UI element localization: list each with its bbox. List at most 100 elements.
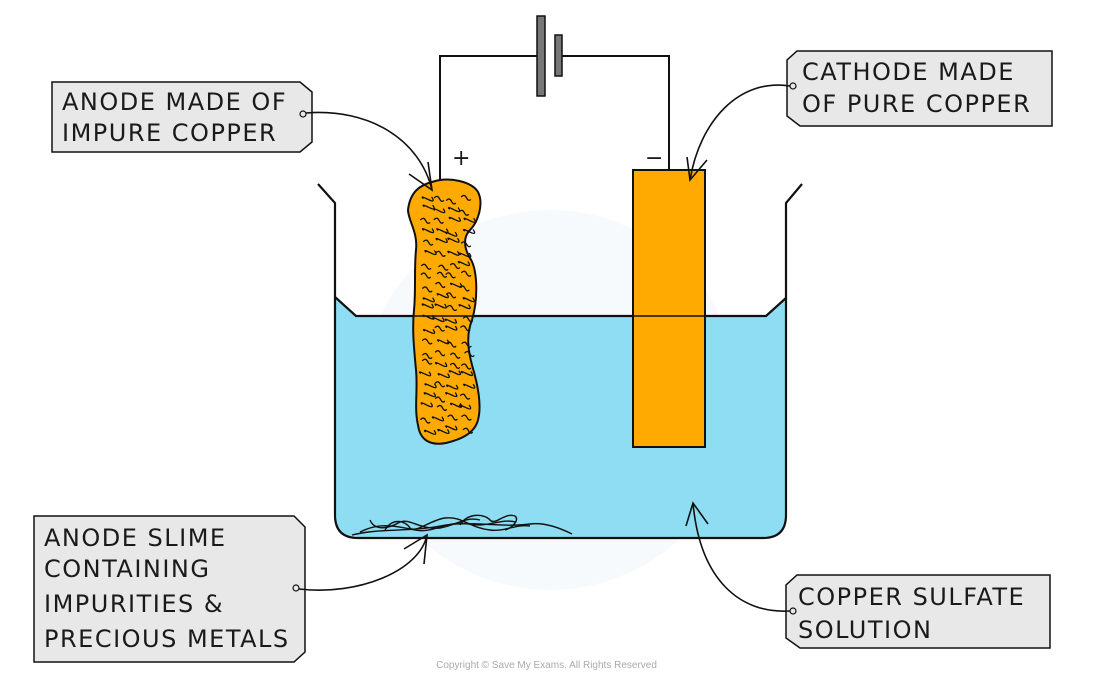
- anode-texture-mark: [459, 393, 471, 400]
- anode-texture-mark: [420, 272, 431, 279]
- anode-texture-mark: [434, 396, 446, 403]
- anode-texture-mark: [450, 352, 461, 359]
- anode-texture-mark: [462, 427, 473, 434]
- anode-texture-mark: [436, 271, 448, 278]
- anode-texture-mark: [447, 250, 460, 256]
- anode-texture-mark: [457, 261, 471, 267]
- anode-texture-mark: [422, 239, 434, 246]
- circuit-wires: [439, 55, 670, 186]
- anode-texture-mark: [433, 195, 445, 202]
- anode-texture-mark: [422, 328, 436, 335]
- svg-text:CATHODE MADE: CATHODE MADE: [802, 58, 1015, 86]
- svg-text:CONTAINING: CONTAINING: [44, 555, 210, 583]
- svg-text:ANODE MADE OF: ANODE MADE OF: [62, 88, 287, 116]
- anode-texture-mark: [448, 370, 462, 376]
- anode-texture-mark: [434, 361, 448, 368]
- anode-texture-mark: [434, 325, 445, 332]
- anode-texture-mark: [433, 217, 444, 224]
- anode-texture-mark: [460, 194, 472, 202]
- anode-slime: [351, 514, 573, 536]
- anode-texture-mark: [458, 209, 469, 216]
- anode-texture-mark: [445, 384, 459, 390]
- anode-texture-mark: [464, 350, 475, 358]
- anode-texture-mark: [460, 270, 472, 277]
- anode-texture-mark: [436, 404, 448, 412]
- anode-texture-mark: [445, 292, 457, 299]
- svg-text:PRECIOUS METALS: PRECIOUS METALS: [44, 625, 290, 653]
- anode-texture-mark: [422, 204, 435, 210]
- anode-texture-mark: [437, 428, 450, 435]
- anode-texture-mark: [421, 303, 434, 309]
- anode-texture-mark: [460, 325, 471, 332]
- anode-texture-mark: [458, 404, 472, 410]
- arrow-cathode: [686, 84, 791, 182]
- copyright-notice: Copyright © Save My Exams. All Rights Re…: [436, 660, 657, 671]
- anode-texture-mark: [449, 262, 461, 270]
- anode-texture-mark: [460, 241, 472, 248]
- anode-texture-mark: [445, 392, 458, 398]
- anode-texture-mark: [462, 297, 475, 303]
- anode-texture-mark: [423, 429, 437, 435]
- svg-text:OF PURE COPPER: OF PURE COPPER: [802, 90, 1031, 118]
- anode-texture-mark: [459, 285, 470, 292]
- arrow-anode: [305, 111, 434, 192]
- copper-sulfate-solution: [335, 297, 786, 538]
- cathode-pure-copper: [632, 169, 706, 448]
- anode-texture-mark: [422, 352, 433, 360]
- anode-texture-mark: [462, 383, 476, 389]
- anode-texture-mark: [435, 250, 446, 257]
- anode-texture-mark: [445, 198, 457, 205]
- anode-texture-mark: [461, 341, 472, 348]
- arrow-anode-slime: [298, 533, 428, 591]
- anode-texture-mark: [445, 425, 458, 431]
- anode-texture-mark: [436, 228, 449, 234]
- anode-texture-mark: [434, 350, 446, 357]
- anode-texture-mark: [447, 237, 460, 243]
- anode-texture-mark: [424, 250, 437, 256]
- anode-texture-mark: [432, 316, 445, 323]
- anode-texture-mark: [438, 264, 449, 271]
- anode-texture-mark: [420, 263, 432, 270]
- anode-texture-mark: [421, 358, 433, 365]
- anode-texture-mark: [436, 293, 449, 299]
- anode-texture-mark: [422, 286, 433, 293]
- anode-texture-mark: [435, 237, 448, 244]
- anode-texture-mark: [432, 208, 446, 214]
- anode-texture-mark: [462, 228, 476, 235]
- anode-texture-mark: [445, 325, 458, 331]
- anode-texture-mark: [458, 304, 471, 310]
- anode-texture-mark: [448, 216, 461, 222]
- anode-texture-mark: [445, 272, 456, 279]
- anode-texture-mark: [424, 383, 437, 389]
- anode-texture-mark: [422, 297, 435, 303]
- anode-texture-mark: [445, 231, 458, 237]
- anode-texture-mark: [420, 417, 431, 424]
- anode-texture-mark: [446, 304, 458, 312]
- anode-texture-mark: [418, 371, 432, 377]
- svg-text:IMPURITIES &: IMPURITIES &: [44, 590, 224, 618]
- anode-texture-mark: [431, 416, 445, 422]
- anode-texture-mark: [444, 318, 458, 324]
- anode-texture-mark: [437, 373, 450, 379]
- anode-texture-mark: [446, 341, 457, 348]
- anode-texture-mark: [460, 370, 474, 377]
- anode-texture-mark: [423, 392, 436, 398]
- svg-text:COPPER SULFATE: COPPER SULFATE: [798, 583, 1025, 611]
- label-anode-slime: ANODE SLIME CONTAINING IMPURITIES & PREC…: [33, 515, 306, 663]
- label-cathode: CATHODE MADE OF PURE COPPER: [786, 50, 1053, 127]
- anode-impure-copper: [406, 178, 482, 445]
- svg-text:ANODE SLIME: ANODE SLIME: [44, 524, 227, 552]
- svg-text:SOLUTION: SOLUTION: [798, 616, 932, 644]
- svg-text:IMPURE COPPER: IMPURE COPPER: [62, 119, 277, 147]
- anode-texture-mark: [434, 381, 445, 388]
- arrow-copper-sulfate: [685, 501, 791, 612]
- label-copper-sulfate: COPPER SULFATE SOLUTION: [785, 574, 1051, 649]
- positive-terminal-sign: +: [452, 146, 470, 171]
- battery-icon: [536, 15, 563, 97]
- anode-texture-mark: [449, 362, 461, 369]
- anode-texture-mark: [434, 303, 447, 309]
- anode-texture-mark: [421, 338, 433, 345]
- label-anode: ANODE MADE OF IMPURE COPPER: [51, 81, 313, 153]
- anode-texture-mark: [462, 316, 474, 323]
